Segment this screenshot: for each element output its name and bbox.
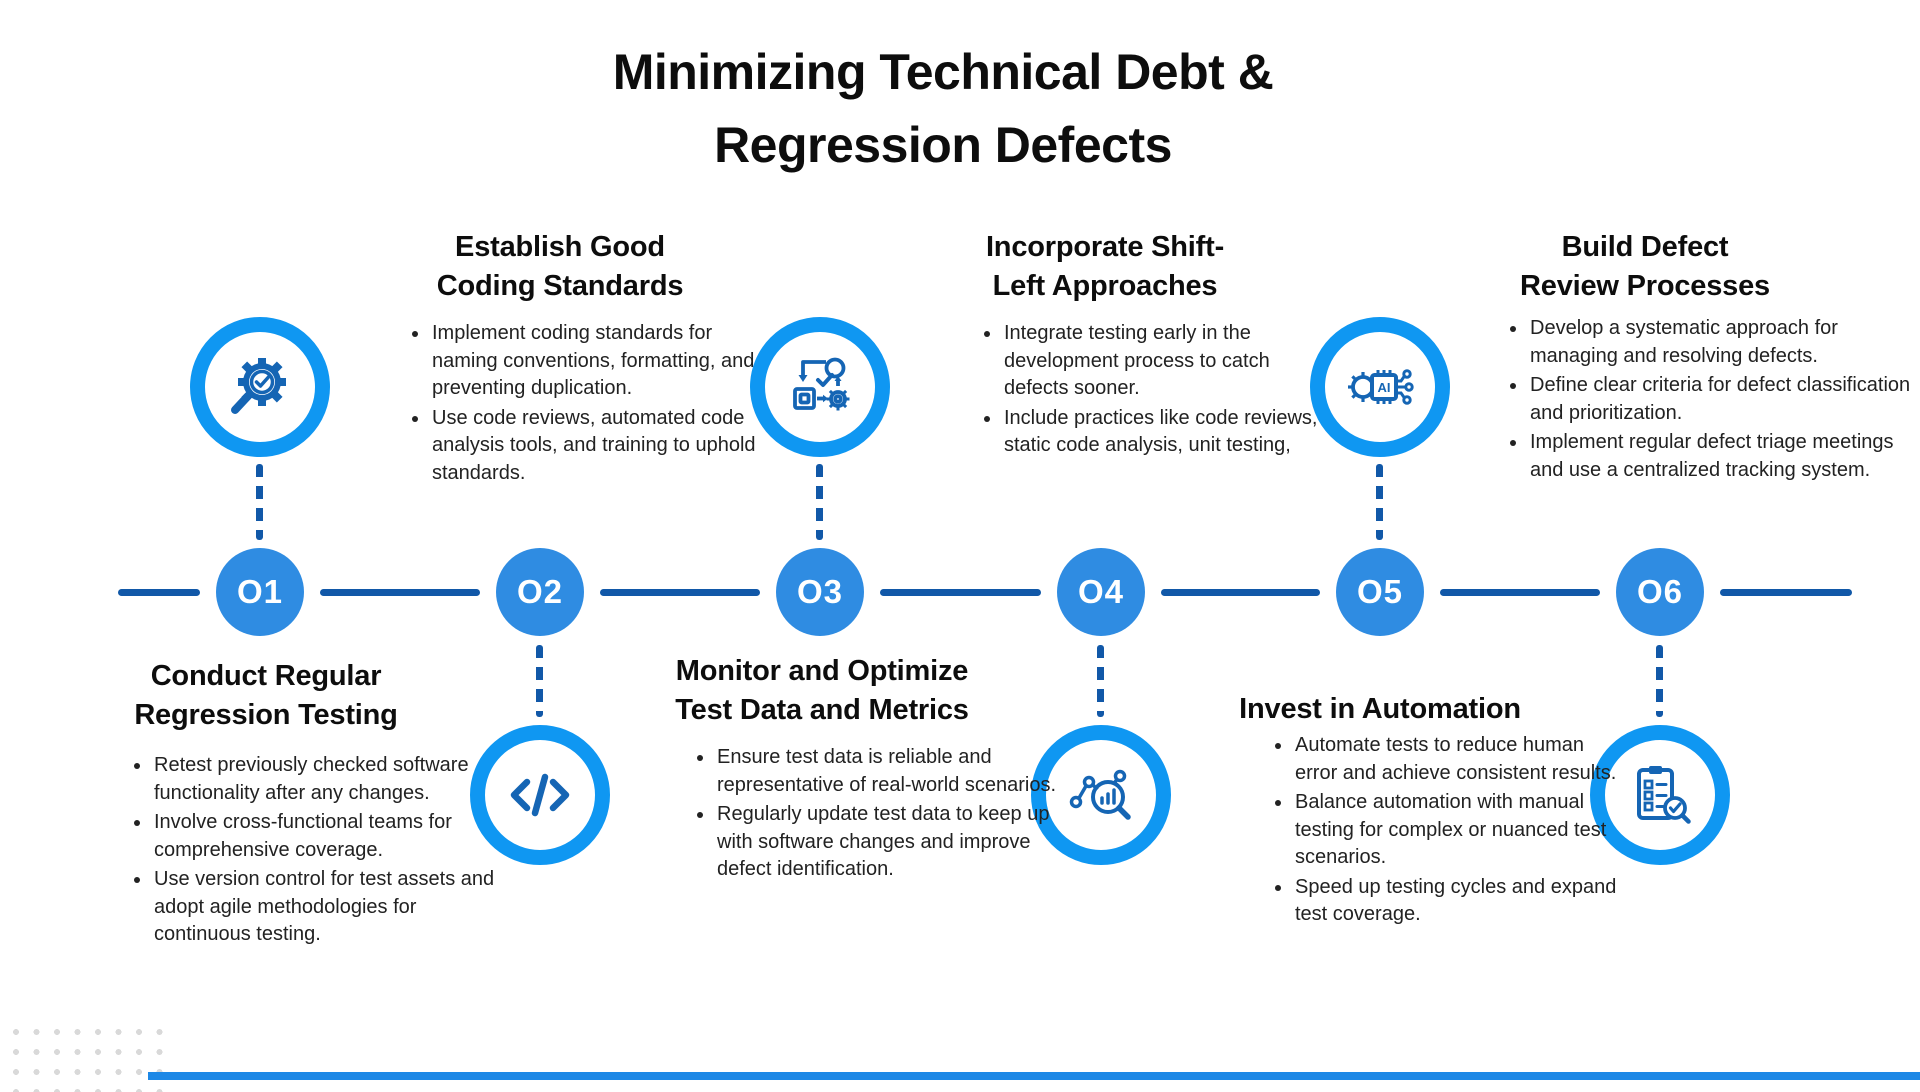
step3-icon-badge [750,317,890,457]
step-title-line: Monitor and Optimize [675,655,969,687]
bullet-item: Use version control for test assets and … [152,866,500,949]
step-number: O4 [1077,573,1125,610]
timeline-segment [118,589,200,596]
step-title-line: Left Approaches [992,270,1218,302]
step-title-line: Establish Good [455,231,665,263]
step1-icon-badge [190,317,330,457]
bullet-item: Use code reviews, automated code analysi… [430,405,760,488]
code-icon [510,773,570,817]
step1-title: Conduct Regular Regression Testing [106,657,426,735]
step3-bullets: Ensure test data is reliable and represe… [668,744,1060,886]
step-title-line: Build Defect [1561,231,1729,263]
bullet-item: Define clear criteria for defect classif… [1528,372,1920,427]
step6-title: Build Defect Review Processes [1485,228,1805,306]
step4-bullets: Integrate testing early in the developme… [978,320,1332,462]
step-title-line: Invest in Automation [1239,693,1521,725]
bullet-item: Develop a systematic approach for managi… [1528,315,1920,370]
bullet-item: Ensure test data is reliable and represe… [715,744,1060,799]
dashed-connector [816,464,823,540]
bullet-item: Implement regular defect triage meetings… [1528,429,1920,484]
timeline-segment [1161,589,1320,596]
step3-title: Monitor and Optimize Test Data and Metri… [662,652,982,730]
step2-title: Establish Good Coding Standards [400,228,720,306]
step2-bullets: Implement coding standards for naming co… [395,320,760,489]
dashed-connector [1376,464,1383,540]
step-number-badge: O6 [1616,548,1704,636]
timeline-segment [1440,589,1600,596]
step5-bullets: Automate tests to reduce human error and… [1262,732,1623,931]
bullet-item: Involve cross-functional teams for compr… [152,809,500,864]
step4-title: Incorporate Shift- Left Approaches [945,228,1265,306]
step-number-badge: O4 [1057,548,1145,636]
checklist-review-icon [1637,766,1691,824]
bullet-item: Balance automation with manual testing f… [1293,789,1623,872]
step-title-line: Incorporate Shift- [985,231,1225,263]
dashed-connector [1656,645,1663,717]
magnifier-gear-check-icon [231,358,286,414]
step-number: O6 [1636,573,1684,610]
bullet-item: Implement coding standards for naming co… [430,320,760,403]
step-number-badge: O3 [776,548,864,636]
bottom-accent-bar [148,1072,1920,1080]
page-title-line1: Minimizing Technical Debt & [612,44,1274,100]
dashed-connector [256,464,263,540]
bullet-item: Regularly update test data to keep up wi… [715,801,1060,884]
page-title: Minimizing Technical Debt & Regression D… [443,36,1443,182]
step-title-line: Coding Standards [436,270,684,302]
dashed-connector [1097,645,1104,717]
data-analysis-icon [1069,769,1131,820]
timeline-segment [600,589,760,596]
step-number: O2 [516,573,564,610]
step-title-line: Test Data and Metrics [675,694,969,726]
step-number-badge: O5 [1336,548,1424,636]
step-number: O5 [1356,573,1404,610]
timeline-segment [320,589,480,596]
page-title-line2: Regression Defects [714,117,1172,173]
step-title-line: Review Processes [1520,270,1770,302]
step-number: O1 [236,573,284,610]
dots-decoration [6,1022,170,1092]
step6-bullets: Develop a systematic approach for managi… [1495,315,1920,486]
bullet-item: Include practices like code reviews, sta… [1002,405,1332,460]
step-title-line: Regression Testing [134,699,398,731]
step-number: O3 [796,573,844,610]
step5-title: Invest in Automation [1220,690,1540,729]
timeline-segment [1720,589,1852,596]
bullet-item: Speed up testing cycles and expand test … [1293,874,1623,929]
step-number-badge: O2 [496,548,584,636]
step1-bullets: Retest previously checked software funct… [96,752,500,951]
bullet-item: Integrate testing early in the developme… [1002,320,1332,403]
svg-text:AI: AI [1378,380,1391,395]
bullet-item: Automate tests to reduce human error and… [1293,732,1623,787]
ai-chip-icon: AI [1348,369,1414,405]
flowchart-gear-icon [793,357,850,411]
dashed-connector [536,645,543,717]
timeline-segment [880,589,1041,596]
bullet-item: Retest previously checked software funct… [152,752,500,807]
step-number-badge: O1 [216,548,304,636]
step-title-line: Conduct Regular [150,660,382,692]
